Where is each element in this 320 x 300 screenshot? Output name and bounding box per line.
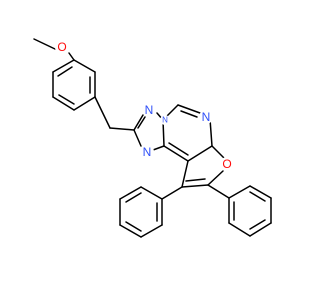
bond [109, 127, 135, 131]
bond [52, 96, 75, 111]
bond [211, 145, 225, 159]
bond [137, 116, 146, 129]
bond [125, 192, 142, 203]
bond [181, 184, 209, 188]
bond [73, 59, 96, 73]
bond [209, 118, 213, 147]
bond [207, 184, 230, 199]
bond [119, 186, 142, 200]
atom-label: O [222, 157, 231, 171]
bond [228, 185, 251, 199]
molecule-structure: O N N N N O [33, 38, 272, 238]
bond [119, 224, 142, 238]
atom-label: N [143, 145, 152, 159]
atom-label-small: N [162, 116, 168, 125]
bond [33, 38, 56, 50]
methoxy-oxygen-atom: O [55, 40, 69, 54]
bond [249, 222, 272, 237]
bond [68, 52, 75, 61]
bond [161, 186, 183, 200]
furan-oxygen-atom: O [220, 157, 234, 171]
bond [140, 224, 163, 238]
atom-label-layer: O N N N N O [55, 40, 234, 171]
bond [94, 96, 111, 129]
triazole-nitrogen-atom: N [142, 103, 156, 117]
atom-label: N [202, 110, 211, 124]
bond [177, 104, 201, 114]
bond [57, 66, 73, 77]
bond [249, 191, 266, 202]
bond [163, 145, 189, 162]
bond [185, 178, 206, 182]
bond [133, 114, 144, 131]
bond [228, 222, 251, 237]
bond [73, 96, 96, 111]
bond-layer [33, 38, 272, 238]
bond [52, 59, 75, 73]
bond [168, 142, 189, 156]
bond [152, 145, 165, 151]
bond [181, 160, 189, 188]
pyrimidine-nitrogen-atom: N [199, 110, 213, 124]
bond [187, 145, 213, 162]
bond [140, 186, 163, 200]
bond [58, 94, 75, 105]
atom-label: N [145, 103, 154, 117]
triazole-nitrogen-atom: N [160, 115, 170, 125]
bond [180, 110, 198, 118]
triazole-nitrogen-atom: N [140, 145, 154, 159]
bond [207, 170, 224, 186]
bond [125, 221, 142, 232]
bond [249, 185, 272, 199]
bond [249, 219, 266, 230]
bond [133, 129, 142, 147]
atom-label: O [57, 40, 66, 54]
